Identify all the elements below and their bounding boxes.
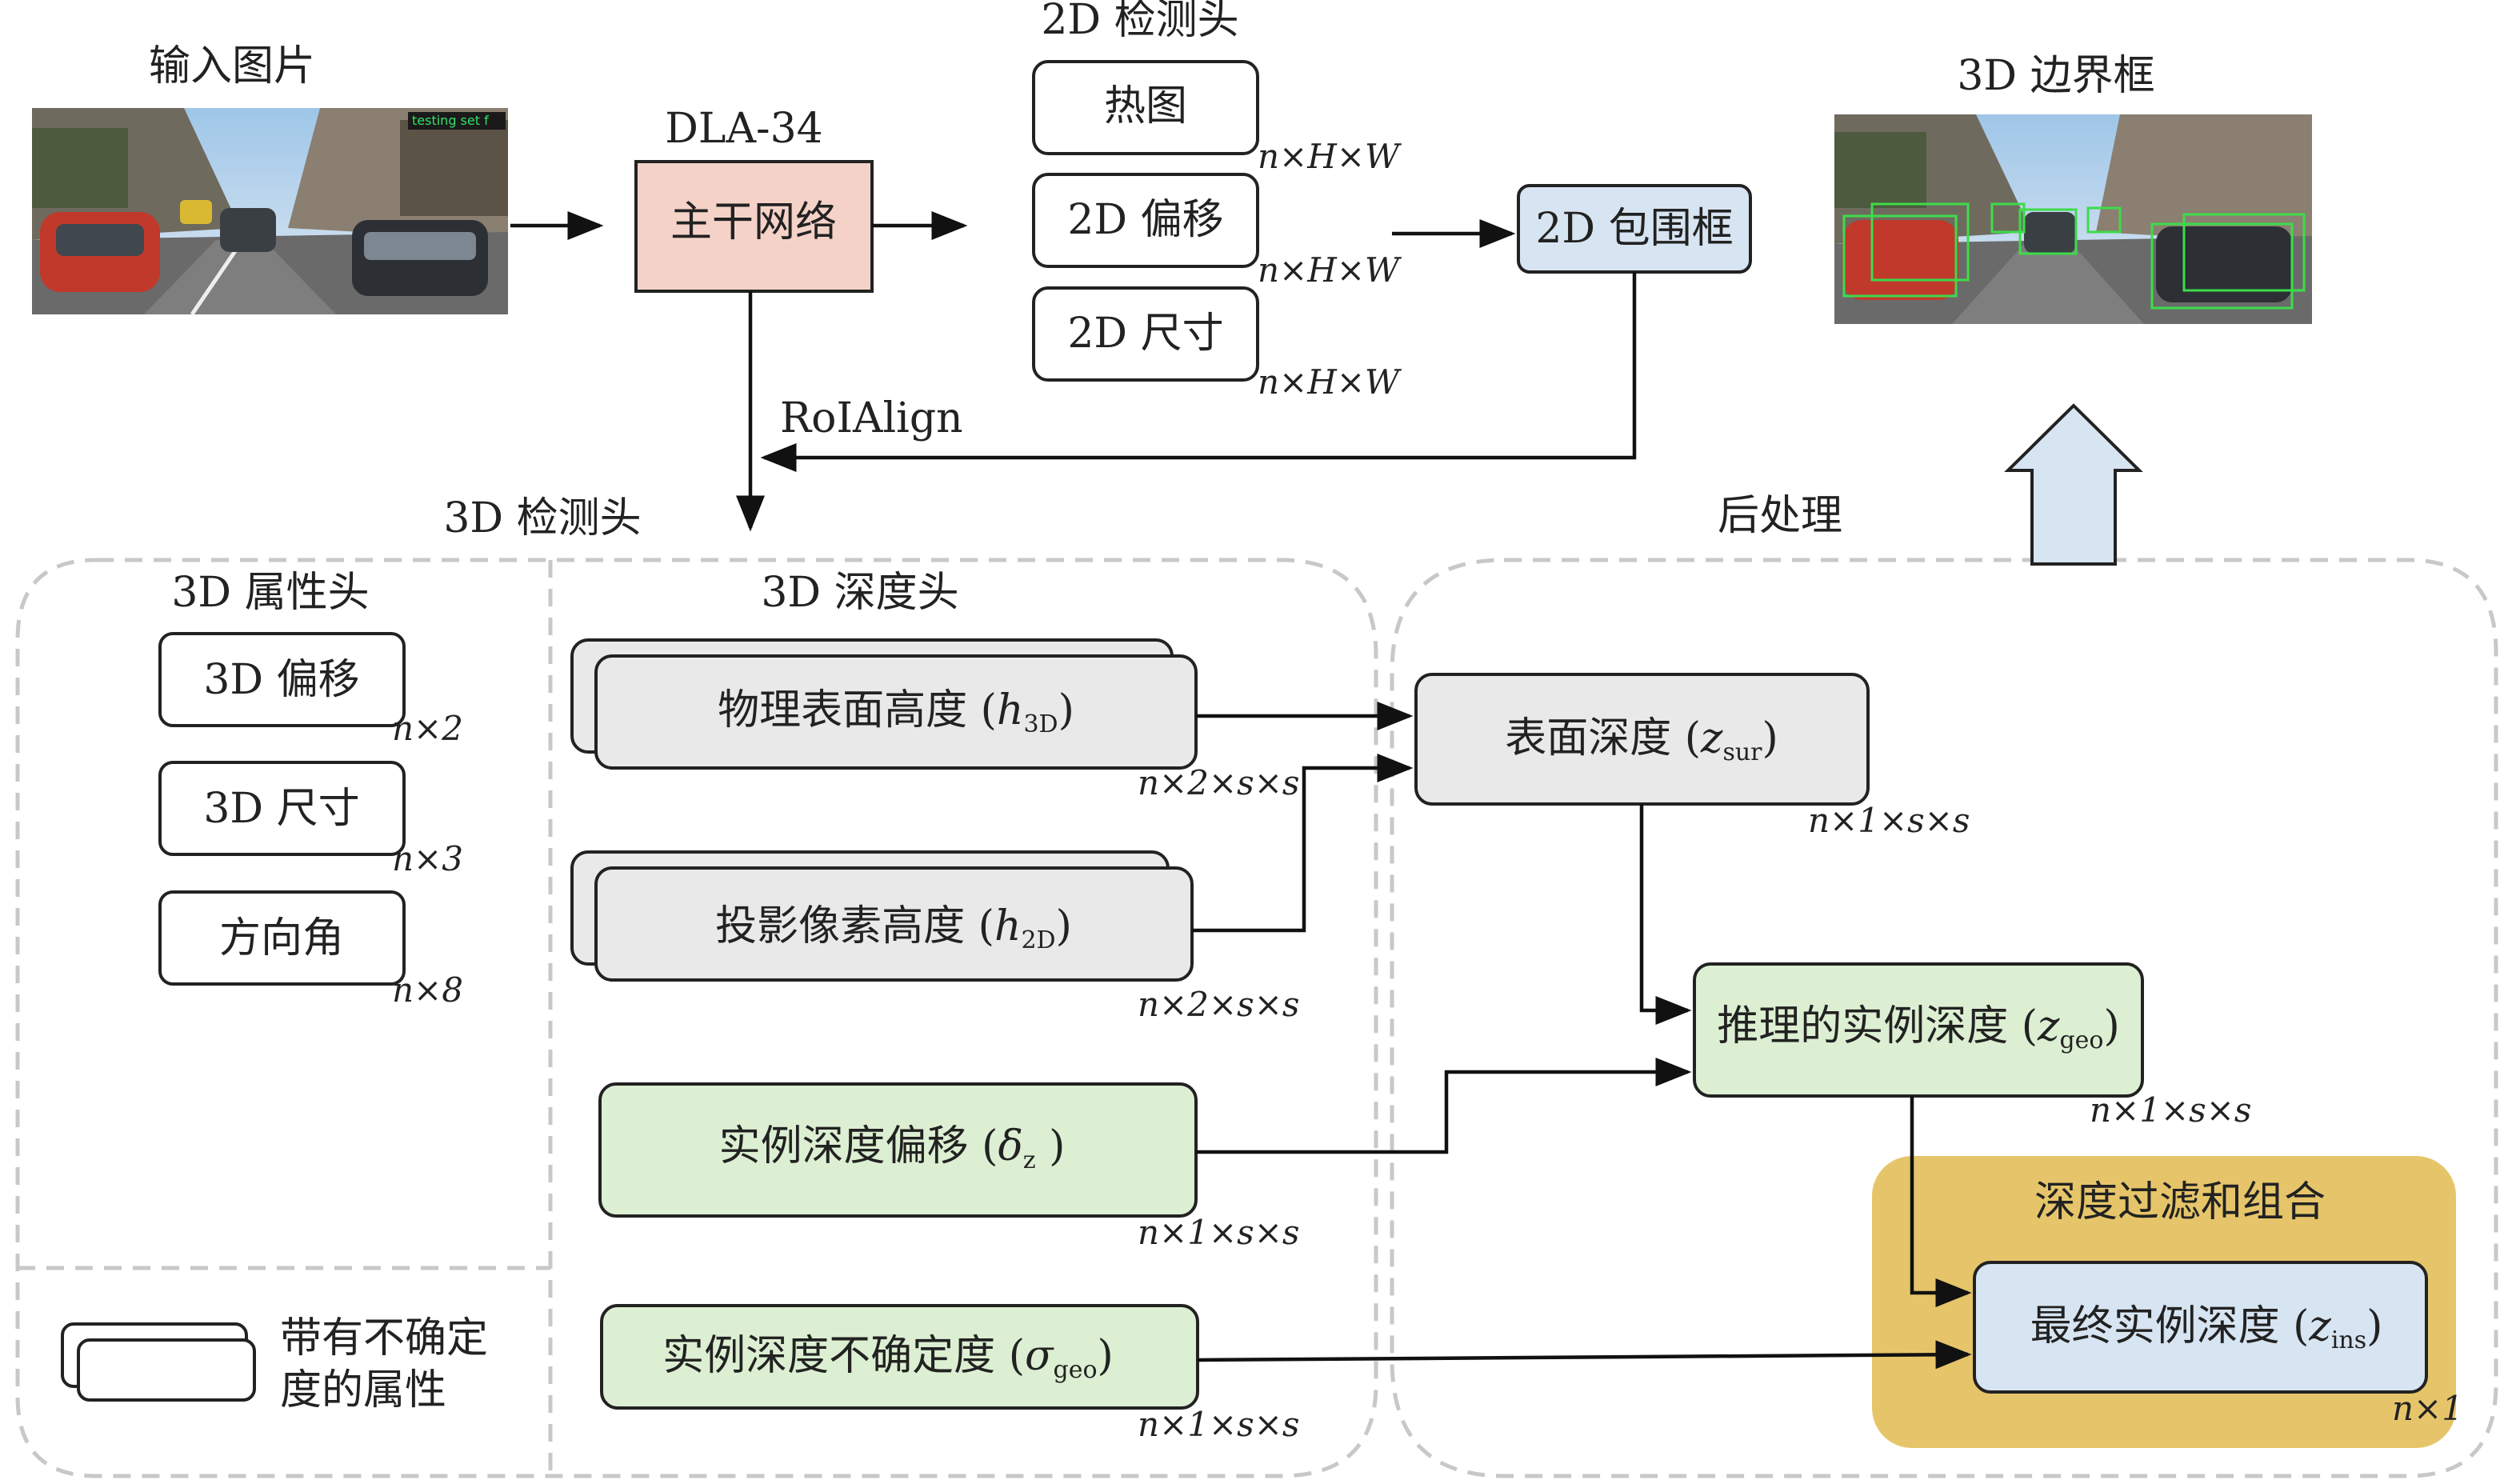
attr-orientation-dim: n×8 [392, 970, 463, 1010]
legend-line2: 度的属性 [280, 1366, 446, 1414]
final-depth-label: 最终实例深度 [2030, 1302, 2280, 1350]
input-image-overlay: testing set f [412, 113, 489, 128]
head2d-size-dim: n×H×W [1258, 362, 1402, 402]
attr-orientation-label: 方向角 [219, 914, 344, 962]
head2d-heatmap-label: 热图 [1104, 82, 1187, 130]
backbone-title: DLA-34 [665, 105, 823, 153]
bbox2d-label: 2D 包围框 [1535, 205, 1733, 253]
post-region [1390, 558, 2498, 1478]
connectors [510, 211, 1972, 1370]
head2d-offset-dim: n×H×W [1258, 250, 1402, 290]
depth-projected-height-dim: n×2×s×s [1138, 985, 1299, 1024]
depth-projected-height: 投影像素高度 (h2D) [570, 850, 1194, 982]
bbox2d-box: 2D 包围框 [1517, 184, 1752, 274]
depth-uncertainty-sym: σ [1025, 1332, 1054, 1380]
input-image-title: 输入图片 [149, 42, 315, 90]
depth-head-title: 3D 深度头 [761, 569, 958, 617]
head3d-title: 3D 检测头 [443, 494, 641, 542]
attr-size-label: 3D 尺寸 [203, 785, 359, 833]
depth-physical-height-dim: n×2×s×s [1138, 763, 1299, 802]
depth-physical-height-label: 物理表面高度 [718, 686, 967, 734]
attr-size: 3D 尺寸 [158, 761, 406, 856]
depth-physical-height: 物理表面高度 (h3D) [570, 638, 1198, 770]
final-depth-dim: n×1 [2392, 1389, 2463, 1428]
legend-icon [61, 1322, 256, 1402]
surface-depth-label: 表面深度 [1505, 714, 1671, 762]
final-depth-sym: z [2308, 1302, 2331, 1350]
head2d-title: 2D 检测头 [1041, 0, 1238, 44]
head2d-heatmap-dim: n×H×W [1258, 137, 1402, 176]
roialign-label: RoIAlign [780, 394, 963, 442]
depth-projected-height-label: 投影像素高度 [715, 902, 965, 950]
output-image-title: 3D 边界框 [1957, 52, 2154, 100]
inferred-depth-sub: geo [2059, 1026, 2103, 1054]
svg-text:最终实例深度 (zins): 最终实例深度 (zins) [2030, 1302, 2383, 1354]
head3d-region [15, 558, 1378, 1478]
depth-uncertainty-label: 实例深度不确定度 [662, 1332, 995, 1380]
attr-head-title: 3D 属性头 [171, 569, 369, 617]
head2d-heatmap: 热图 [1032, 60, 1259, 155]
post-title: 后处理 [1718, 492, 1842, 540]
backbone-label: 主干网络 [670, 198, 837, 246]
attr-offset: 3D 偏移 [158, 632, 406, 727]
final-depth-box: 最终实例深度 (zins) [1973, 1261, 2428, 1394]
surface-depth-sym: z [1700, 714, 1723, 762]
inferred-depth-dim: n×1×s×s [2090, 1090, 2251, 1130]
head2d-size-label: 2D 尺寸 [1067, 310, 1223, 358]
depth-physical-height-sub: 3D [1023, 710, 1058, 738]
depth-instance-offset-label: 实例深度偏移 [719, 1122, 969, 1170]
attr-offset-label: 3D 偏移 [203, 656, 359, 704]
final-depth-sub: ins [2331, 1326, 2366, 1354]
depth-instance-offset-sym: δ [998, 1122, 1022, 1170]
depth-instance-offset-sub: z [1023, 1146, 1036, 1174]
filter-title: 深度过滤和组合 [2034, 1178, 2326, 1226]
surface-depth-sub: sur [1722, 738, 1762, 766]
depth-instance-offset-dim: n×1×s×s [1138, 1213, 1299, 1252]
head2d-offset-label: 2D 偏移 [1067, 196, 1223, 244]
surface-depth-dim: n×1×s×s [1808, 801, 1970, 840]
attr-size-dim: n×3 [392, 839, 463, 878]
output-image [1834, 114, 2312, 324]
input-image: testing set f [32, 108, 508, 316]
head2d-size: 2D 尺寸 [1032, 286, 1259, 382]
depth-projected-height-sub: 2D [1021, 926, 1055, 954]
depth-uncertainty-dim: n×1×s×s [1138, 1405, 1299, 1444]
svg-text:投影像素高度 (h2D): 投影像素高度 (h2D) [715, 902, 1072, 954]
depth-physical-height-sym: h [997, 686, 1024, 734]
depth-uncertainty-sub: geo [1054, 1356, 1098, 1384]
inferred-depth-sym: z [2037, 1002, 2060, 1050]
head2d-offset: 2D 偏移 [1032, 173, 1259, 268]
svg-text:实例深度偏移 (δz ): 实例深度偏移 (δz ) [719, 1122, 1066, 1174]
depth-instance-offset: 实例深度偏移 (δz ) [598, 1082, 1198, 1218]
depth-uncertainty: 实例深度不确定度 (σgeo) [600, 1304, 1199, 1410]
up-arrow [2004, 403, 2143, 566]
svg-text:物理表面高度 (h3D): 物理表面高度 (h3D) [718, 686, 1074, 738]
backbone-box [634, 160, 874, 293]
inferred-depth-label: 推理的实例深度 [1717, 1002, 2008, 1050]
surface-depth-box: 表面深度 (zsur) [1414, 673, 1870, 806]
attr-orientation: 方向角 [158, 890, 406, 986]
svg-text:实例深度不确定度 (σgeo): 实例深度不确定度 (σgeo) [662, 1332, 1114, 1384]
legend-line1: 带有不确定 [280, 1314, 488, 1362]
svg-text:推理的实例深度 (zgeo): 推理的实例深度 (zgeo) [1717, 1002, 2120, 1054]
attr-offset-dim: n×2 [392, 709, 463, 748]
inferred-depth-box: 推理的实例深度 (zgeo) [1693, 962, 2144, 1098]
depth-projected-height-sym: h [994, 902, 1022, 950]
